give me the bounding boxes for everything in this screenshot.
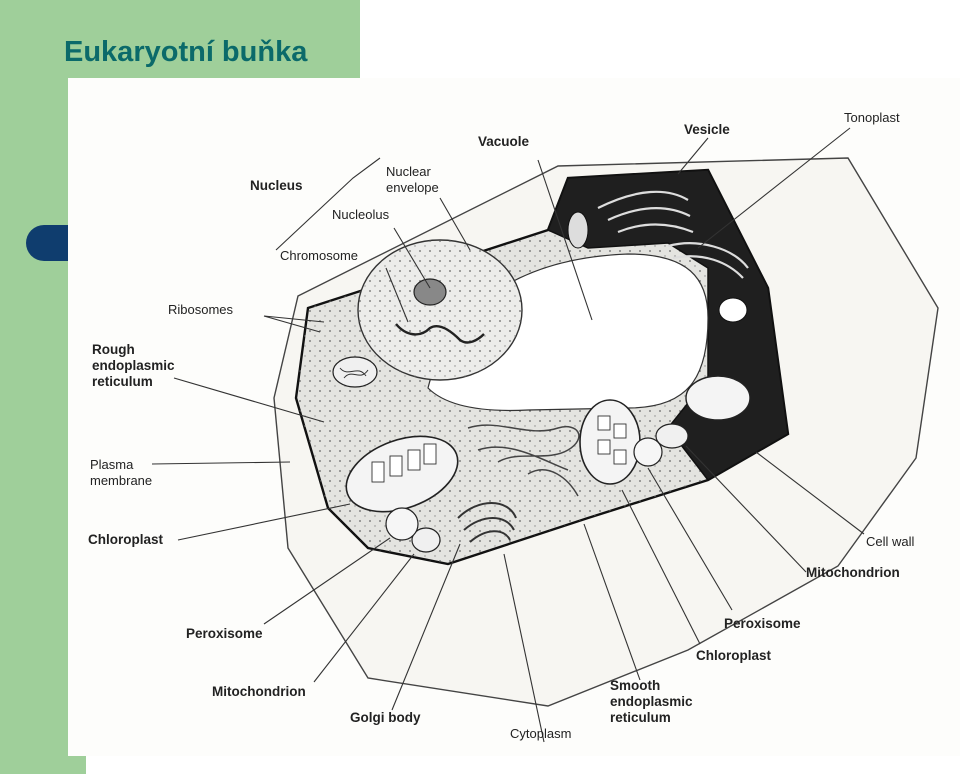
- chloroplast-right-grana: [597, 415, 627, 465]
- label-cytoplasm: Cytoplasm: [510, 726, 571, 741]
- label-nucleus: Nucleus: [250, 178, 303, 193]
- nucleolus-shape: [413, 278, 447, 306]
- label-smooth-er-line2: endoplasmic: [610, 694, 693, 709]
- peroxisome-right-shape: [633, 437, 663, 467]
- leader-lines: [151, 127, 865, 743]
- label-vacuole: Vacuole: [478, 134, 530, 149]
- golgi-in-band: [597, 190, 749, 279]
- vesicle-shape: [718, 297, 748, 323]
- mitochondrion-right-shape: [655, 423, 689, 449]
- label-chromosome: Chromosome: [280, 248, 358, 263]
- label-vesicle: Vesicle: [684, 122, 730, 137]
- label-mitochondrion-left: Mitochondrion: [212, 684, 306, 699]
- green-title-bar: [0, 0, 360, 80]
- label-plasma-membrane-line2: membrane: [90, 473, 152, 488]
- label-rough-er-line3: reticulum: [92, 374, 153, 389]
- endoplasmic-reticulum-shape: [467, 424, 580, 497]
- mitochondrion-lower-shape: [411, 527, 441, 553]
- dark-band-organelle: [567, 211, 589, 249]
- label-smooth-er-line1: Smooth: [610, 678, 660, 693]
- label-tonoplast: Tonoplast: [844, 110, 900, 125]
- peroxisome-lower-shape: [385, 507, 419, 541]
- label-rough-er-line2: endoplasmic: [92, 358, 175, 373]
- label-nuclear-envelope-line1: Nuclear: [386, 164, 431, 179]
- label-peroxisome-right: Peroxisome: [724, 616, 801, 631]
- label-nuclear-envelope-line2: envelope: [386, 180, 439, 195]
- chloroplast-left-grana: [371, 443, 437, 483]
- mitochondrion-upper-shape: [332, 356, 378, 388]
- label-smooth-er-line3: reticulum: [610, 710, 671, 725]
- chloroplast-top-shape: [685, 375, 751, 421]
- golgi-body-shape: [457, 502, 517, 543]
- label-peroxisome-left: Peroxisome: [186, 626, 263, 641]
- label-nucleolus: Nucleolus: [332, 207, 390, 222]
- label-chloroplast-right: Chloroplast: [696, 648, 772, 663]
- mitochondrion-upper-cristae: [339, 367, 369, 379]
- slide-title: Eukaryotní buňka: [64, 36, 308, 68]
- label-rough-er-line1: Rough: [92, 342, 135, 357]
- label-ribosomes: Ribosomes: [168, 302, 234, 317]
- label-cell-wall: Cell wall: [866, 534, 915, 549]
- label-golgi-body: Golgi body: [350, 710, 421, 725]
- cell-diagram-svg: Nucleus Nuclear envelope Nucleolus Chrom…: [88, 110, 939, 743]
- label-chloroplast-left: Chloroplast: [88, 532, 164, 547]
- nucleus-pores: [358, 240, 522, 380]
- label-mitochondrion-right: Mitochondrion: [806, 565, 900, 580]
- label-plasma-membrane-line1: Plasma: [90, 457, 134, 472]
- cell-diagram: Nucleus Nuclear envelope Nucleolus Chrom…: [68, 78, 960, 756]
- chromosome-shape: [395, 323, 485, 344]
